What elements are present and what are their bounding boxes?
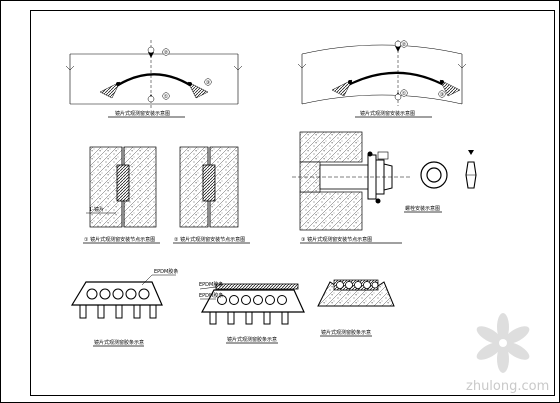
callout-2: ② — [164, 50, 169, 56]
gasket-left-label: EPDM胶条 — [154, 268, 178, 275]
callout-2b: ② — [402, 42, 407, 48]
joint-1-label: 1-镜片 — [89, 206, 104, 213]
washer-inner — [426, 167, 442, 183]
diagram-joint-2: ② 镜片式观测窗安装节点示意图 — [173, 146, 250, 244]
callout-3: ③ — [206, 80, 210, 86]
joint-1-caption: ① 镜片式观测窗安装节点示意图 — [84, 236, 155, 243]
diagram-arch-right: ② ① ③ 镜片式观测窗安装示意图 — [297, 40, 467, 118]
callout-1: ① — [164, 94, 169, 100]
gasket-channel-caption: 镜片式观测窗胶条示意 — [321, 329, 371, 336]
gasket-mid-label-top: EPDM胶条 — [199, 281, 223, 288]
bolt-section-caption: ③ 镜片式观测窗安装节点示意图 — [301, 236, 372, 243]
zhulong-logo-icon — [476, 313, 530, 373]
gasket-mid-caption: 镜片式观测窗胶条示意 — [227, 336, 277, 343]
diagram-gasket-middle: EPDM胶条 EPDM胶条 镜片式观测窗胶条示意 — [199, 281, 305, 344]
gasket-left-caption: 镜片式观测窗胶条示意 — [94, 339, 144, 346]
arch-left-caption: 镜片式观测窗安装示意图 — [115, 110, 170, 117]
diagram-arch-left: ② ① ③ 镜片式观测窗安装示意图 — [65, 40, 243, 118]
joint-2-caption: ② 镜片式观测窗安装节点示意图 — [174, 236, 245, 243]
callout-3b: ③ — [440, 92, 444, 98]
drawing-frame — [30, 10, 555, 396]
diagram-gasket-left: EPDM胶条 镜片式观测窗胶条示意 — [70, 268, 178, 347]
nut-washer-caption: 螺栓安装示意图 — [405, 205, 440, 212]
arch-right-caption: 镜片式观测窗安装示意图 — [360, 110, 415, 117]
diagram-nut-washer: 螺栓安装示意图 — [404, 150, 477, 213]
watermark-text: zhulong.com — [466, 379, 549, 394]
gasket-mid-label-mid: EPDM胶条 — [199, 292, 223, 299]
callout-1b: ① — [402, 91, 407, 97]
diagram-gasket-channel: 镜片式观测窗胶条示意 — [317, 279, 395, 337]
diagram-bolt-section: ③ 镜片式观测窗安装节点示意图 — [292, 131, 410, 244]
diagram-joint-1: 1-镜片 ① 镜片式观测窗安装节点示意图 — [83, 146, 160, 244]
